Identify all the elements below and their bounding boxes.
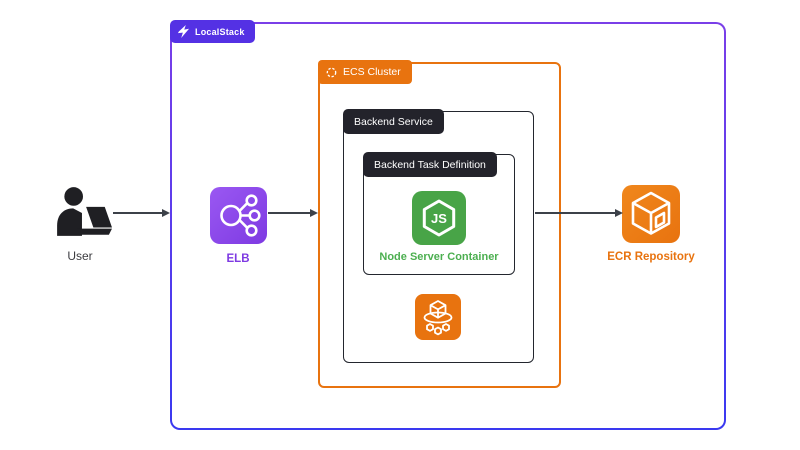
nodejs-js-text: JS: [431, 211, 447, 226]
ecr-repository-label: ECR Repository: [607, 251, 695, 263]
backend-service-badge: Backend Service: [343, 109, 444, 134]
ecs-service-tile: [415, 294, 461, 340]
arrow-backend-service-to-ecr: [535, 208, 623, 217]
arrow-user-to-localstack: [113, 208, 170, 217]
task-definition-label: Backend Task Definition: [374, 158, 486, 171]
localstack-badge: LocalStack: [170, 20, 255, 43]
nodejs-hexagon-icon: JS: [422, 199, 456, 237]
ecr-repository-tile: [622, 185, 680, 243]
ecs-cluster-badge: ECS Cluster: [318, 60, 412, 84]
localstack-logo-icon: [177, 25, 190, 38]
ecs-cluster-ring-icon: [326, 67, 337, 77]
node-server-container-label: Node Server Container: [379, 251, 499, 263]
localstack-label: LocalStack: [195, 26, 245, 37]
elb-label: ELB: [226, 253, 250, 265]
backend-service-label: Backend Service: [354, 115, 433, 128]
node-server-container-tile: JS: [412, 191, 466, 245]
user-at-laptop-icon: [57, 187, 112, 236]
ecs-cluster-boundary: [318, 62, 561, 388]
arrow-elb-to-ecs-cluster: [268, 208, 318, 217]
ecs-cluster-label: ECS Cluster: [343, 66, 401, 78]
user-label: User: [67, 249, 93, 263]
ecs-service-icon: [423, 300, 453, 336]
elb-tile: [210, 187, 267, 244]
elb-load-balancer-icon: [220, 194, 261, 237]
task-definition-badge: Backend Task Definition: [363, 152, 497, 177]
ecr-repository-cube-icon: [631, 191, 671, 235]
